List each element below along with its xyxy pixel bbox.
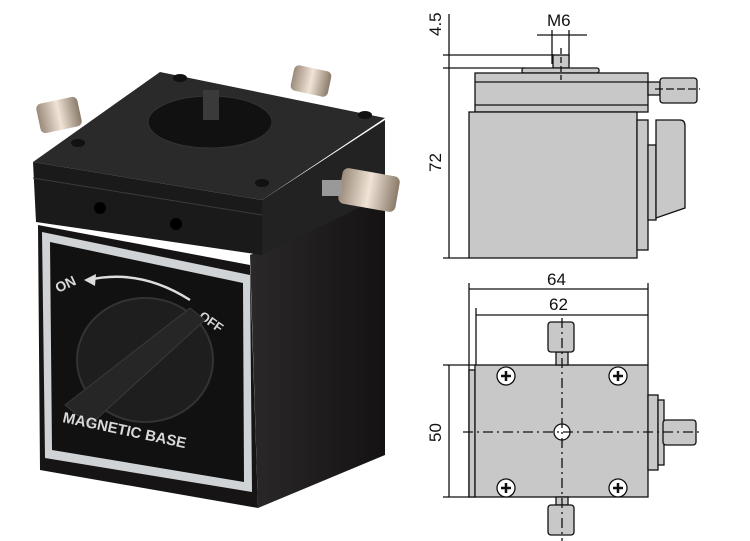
arrow-head-icon [84,274,96,286]
body-right-face [250,195,385,508]
dim-width-outer: 64 [547,270,566,289]
magnetic-base-photo: ON OFF MAGNETIC BASE [32,64,400,508]
m6-stud [203,90,219,120]
hole [170,218,182,230]
arrow-arc [87,275,191,302]
side-view-drawing [443,14,700,259]
switch-lever[interactable] [64,307,206,426]
knurled-knobs[interactable] [35,64,400,212]
screw-holes [496,366,628,498]
dim-stud-height: 4.5 [426,12,445,36]
dim-thread: M6 [547,11,571,30]
dim-height: 72 [426,153,445,172]
dim-width-inner: 62 [549,295,568,314]
plate-seam [32,177,263,216]
dim-depth: 50 [426,423,445,442]
top-view-drawing [443,283,702,541]
screws [71,74,372,187]
hole [94,202,106,214]
top-plate-front [33,162,262,255]
